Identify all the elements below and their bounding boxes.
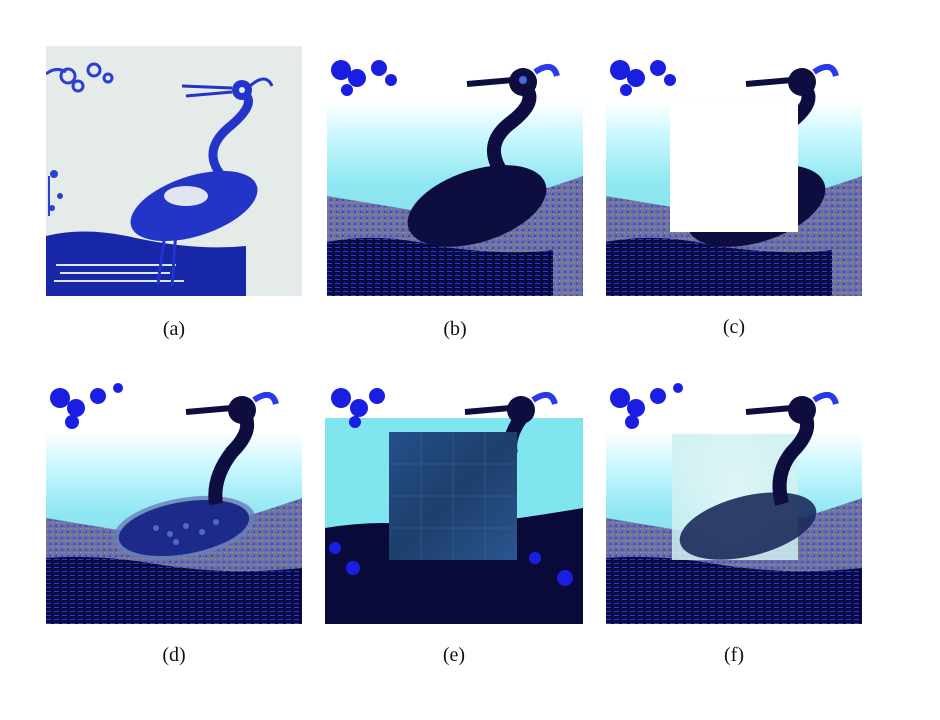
caption-b: (b) [443,318,467,340]
plant-ornament-icon [48,170,63,216]
cloud-ornament-icon [331,60,397,96]
inpainted-crane-illustration-d [46,378,302,624]
inpainted-crane-illustration-f [606,378,862,624]
cloud-ornament-icon [610,383,683,429]
panel-f-inpainted-result [606,378,862,624]
panel-d-inpainted-result [46,378,302,624]
caption-d: (d) [162,644,186,666]
cloud-ornament-icon [50,383,123,429]
caption-a: (a) [162,318,186,340]
caption-e: (e) [442,644,466,666]
cloud-ornament-icon [46,62,114,93]
caption-c: (c) [722,316,746,338]
panel-b-enhanced-image [327,46,583,296]
cloud-ornament-icon [329,388,573,586]
enhanced-crane-illustration [327,46,583,296]
cloud-ornament-icon [610,60,676,96]
mask-region [670,104,798,232]
panel-e-inpainted-result [325,378,583,624]
inpainted-crane-illustration-e [325,378,583,624]
crane-porcelain-illustration [46,46,302,296]
masked-crane-illustration [606,46,862,296]
caption-f: (f) [724,644,744,666]
panel-a-original-image [46,46,302,296]
panel-c-masked-image [606,46,862,296]
